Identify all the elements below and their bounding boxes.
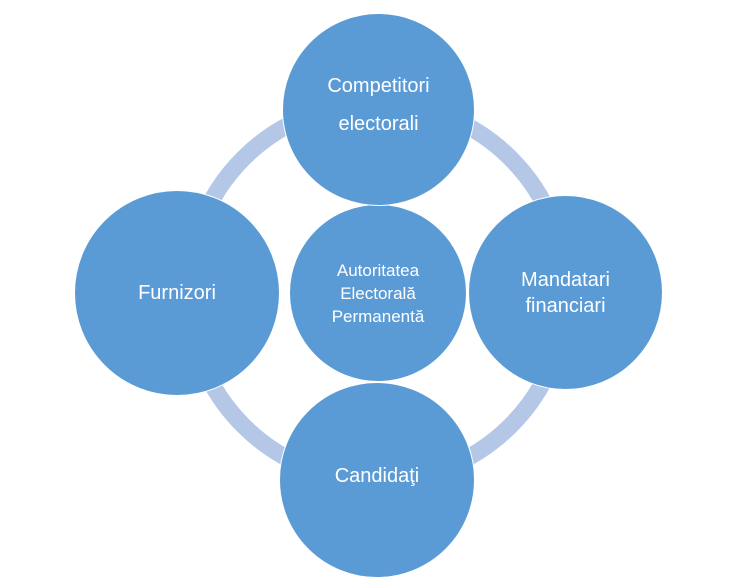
node-left: Furnizori <box>74 190 280 396</box>
node-top: Competitori electorali <box>282 13 475 206</box>
center-node: Autoritatea Electorală Permanentă <box>289 204 467 382</box>
node-bottom-label: Candidaţi <box>334 464 420 487</box>
center-label: Autoritatea Electorală Permanentă <box>331 260 425 326</box>
node-right-label: Mandatari financiari <box>521 268 610 317</box>
node-right: Mandatari financiari <box>468 195 663 390</box>
node-left-label: Furnizori <box>138 281 216 304</box>
node-top-label: Competitori electorali <box>327 74 430 135</box>
node-bottom: Candidaţi <box>279 382 475 578</box>
